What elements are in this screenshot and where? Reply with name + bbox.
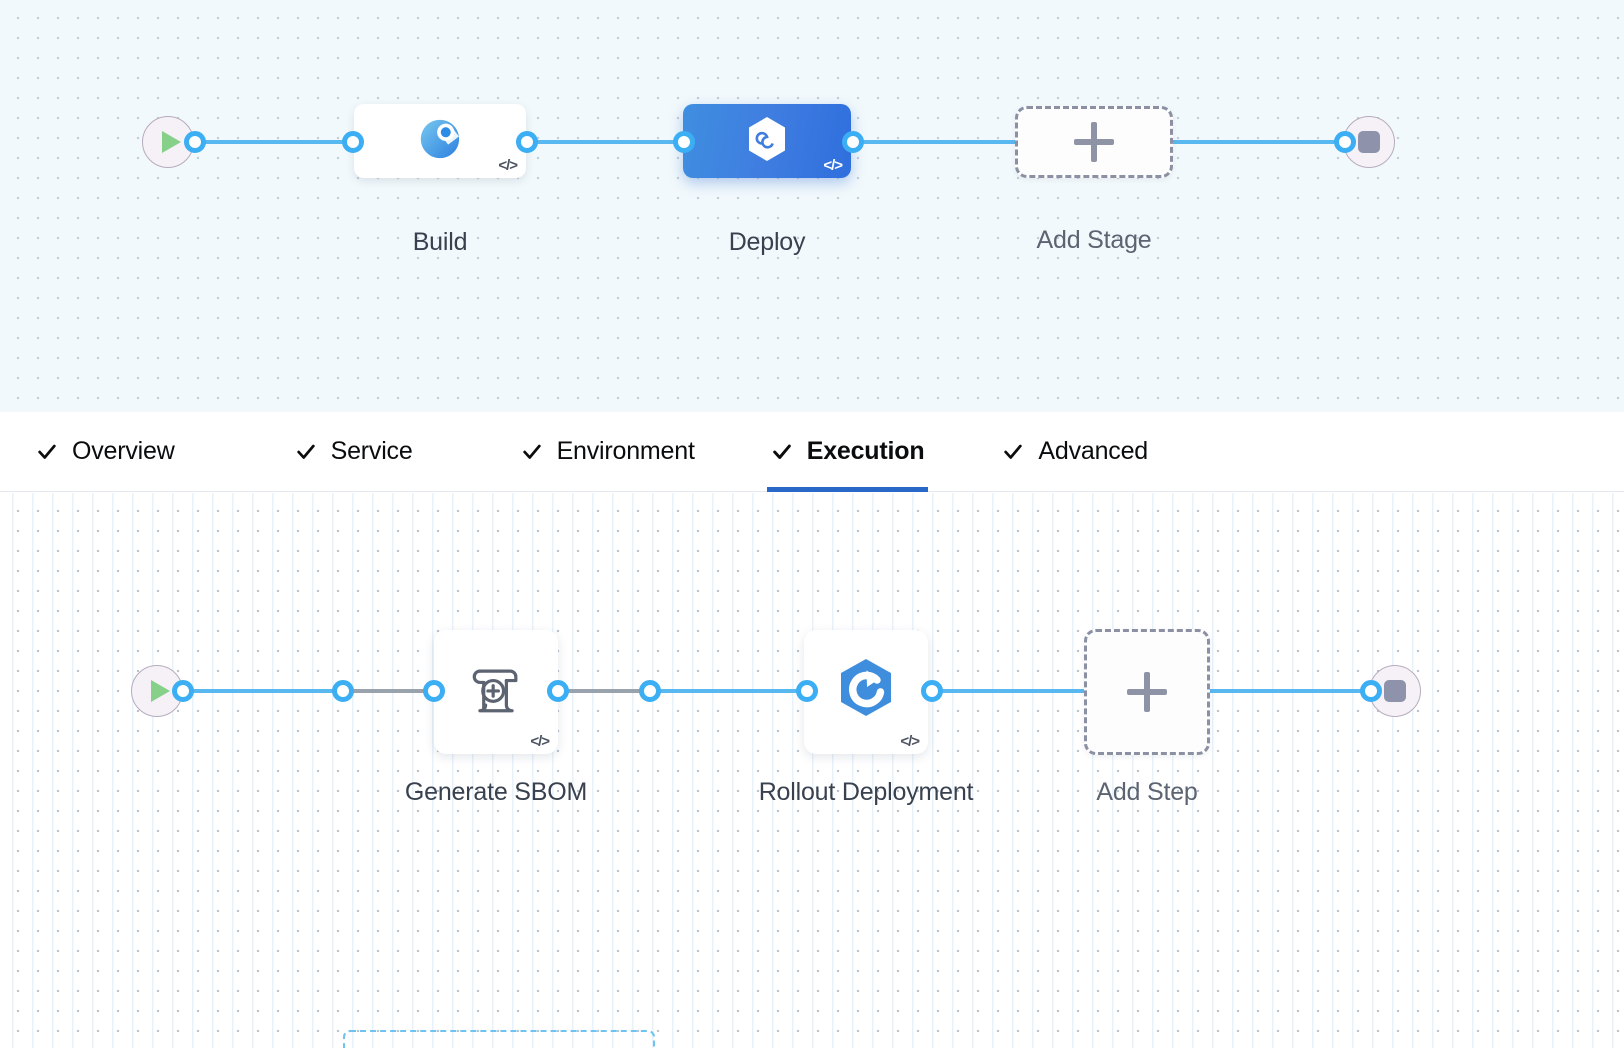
port-deploy-in[interactable]: [673, 131, 695, 153]
stage-code-badge-build[interactable]: </>: [498, 157, 518, 174]
step-group-ssca[interactable]: SSCA Steps: [343, 1030, 655, 1048]
execution-graph-canvas[interactable]: SSCA Steps </>: [0, 493, 1624, 1048]
step-code-badge-sbom[interactable]: </>: [530, 733, 550, 750]
port-deploy-out[interactable]: [842, 131, 864, 153]
add-step-button[interactable]: [1084, 629, 1210, 755]
edge-deploy-to-addstage: [851, 140, 1023, 144]
stage-label-build: Build: [412, 228, 468, 256]
plus-icon: [1074, 122, 1114, 162]
check-icon: [295, 441, 317, 463]
check-icon: [521, 441, 543, 463]
play-icon: [161, 131, 181, 153]
edge-start-to-build: [192, 140, 360, 144]
tab-label-execution: Execution: [806, 437, 925, 465]
build-ci-icon: [417, 116, 463, 167]
edge-group-to-rollout: [648, 689, 818, 693]
port-sbom-out[interactable]: [547, 680, 569, 702]
stop-icon: [1384, 680, 1406, 702]
check-icon: [771, 441, 793, 463]
tab-service[interactable]: Service: [281, 412, 427, 492]
add-stage-button[interactable]: [1015, 106, 1173, 178]
stage-graph-canvas[interactable]: </> Build </> Deploy Add Stage: [0, 0, 1624, 412]
port-build-out[interactable]: [516, 131, 538, 153]
step-code-badge-rollout[interactable]: </>: [900, 733, 920, 750]
tab-advanced[interactable]: Advanced: [988, 412, 1162, 492]
step-label-generate-sbom: Generate SBOM: [404, 778, 588, 806]
rollout-hexagon-refresh-icon: [830, 654, 902, 731]
tab-execution[interactable]: Execution: [757, 412, 939, 492]
stage-label-deploy: Deploy: [728, 228, 806, 256]
tab-overview[interactable]: Overview: [22, 412, 189, 492]
tab-label-overview: Overview: [72, 437, 175, 465]
step-card-rollout-deployment[interactable]: </>: [804, 630, 928, 754]
port-exec-end-in[interactable]: [1360, 680, 1382, 702]
sbom-scroll-plus-icon: [462, 656, 530, 729]
step-label-rollout-deployment: Rollout Deployment: [758, 778, 974, 806]
port-end-in[interactable]: [1334, 131, 1356, 153]
plus-icon: [1127, 672, 1167, 712]
port-exec-start-out[interactable]: [172, 680, 194, 702]
pipeline-end-node[interactable]: [1343, 116, 1395, 168]
stage-code-badge-deploy[interactable]: </>: [823, 157, 843, 174]
tab-label-advanced: Advanced: [1038, 437, 1148, 465]
edge-sbom-to-group-out: [560, 689, 652, 693]
port-group-in[interactable]: [332, 680, 354, 702]
port-sbom-in[interactable]: [423, 680, 445, 702]
edge-build-to-deploy: [525, 140, 693, 144]
tab-environment[interactable]: Environment: [507, 412, 709, 492]
stage-config-tabs[interactable]: Overview Service Environment Execution A: [0, 412, 1624, 492]
check-icon: [1002, 441, 1024, 463]
edge-addstage-to-end: [1163, 140, 1361, 144]
edge-rollout-to-addstep: [930, 689, 1162, 693]
edge-addstep-to-end: [1208, 689, 1374, 693]
edge-start-to-group: [180, 689, 350, 693]
port-start-out[interactable]: [184, 131, 206, 153]
add-step-label: Add Step: [1096, 778, 1198, 806]
port-group-out[interactable]: [639, 680, 661, 702]
port-build-in[interactable]: [342, 131, 364, 153]
stage-card-build[interactable]: </>: [354, 104, 526, 178]
edge-group-in-to-sbom: [350, 689, 438, 693]
add-stage-label: Add Stage: [1036, 226, 1152, 254]
tab-label-service: Service: [330, 437, 413, 465]
deploy-cd-hexagon-icon: [741, 113, 793, 170]
port-rollout-out[interactable]: [921, 680, 943, 702]
tab-label-environment: Environment: [556, 437, 695, 465]
check-icon: [36, 441, 58, 463]
play-icon: [150, 680, 170, 702]
stage-card-deploy[interactable]: </>: [683, 104, 851, 178]
port-rollout-in[interactable]: [796, 680, 818, 702]
stop-icon: [1358, 131, 1380, 153]
step-card-generate-sbom[interactable]: </>: [434, 630, 558, 754]
